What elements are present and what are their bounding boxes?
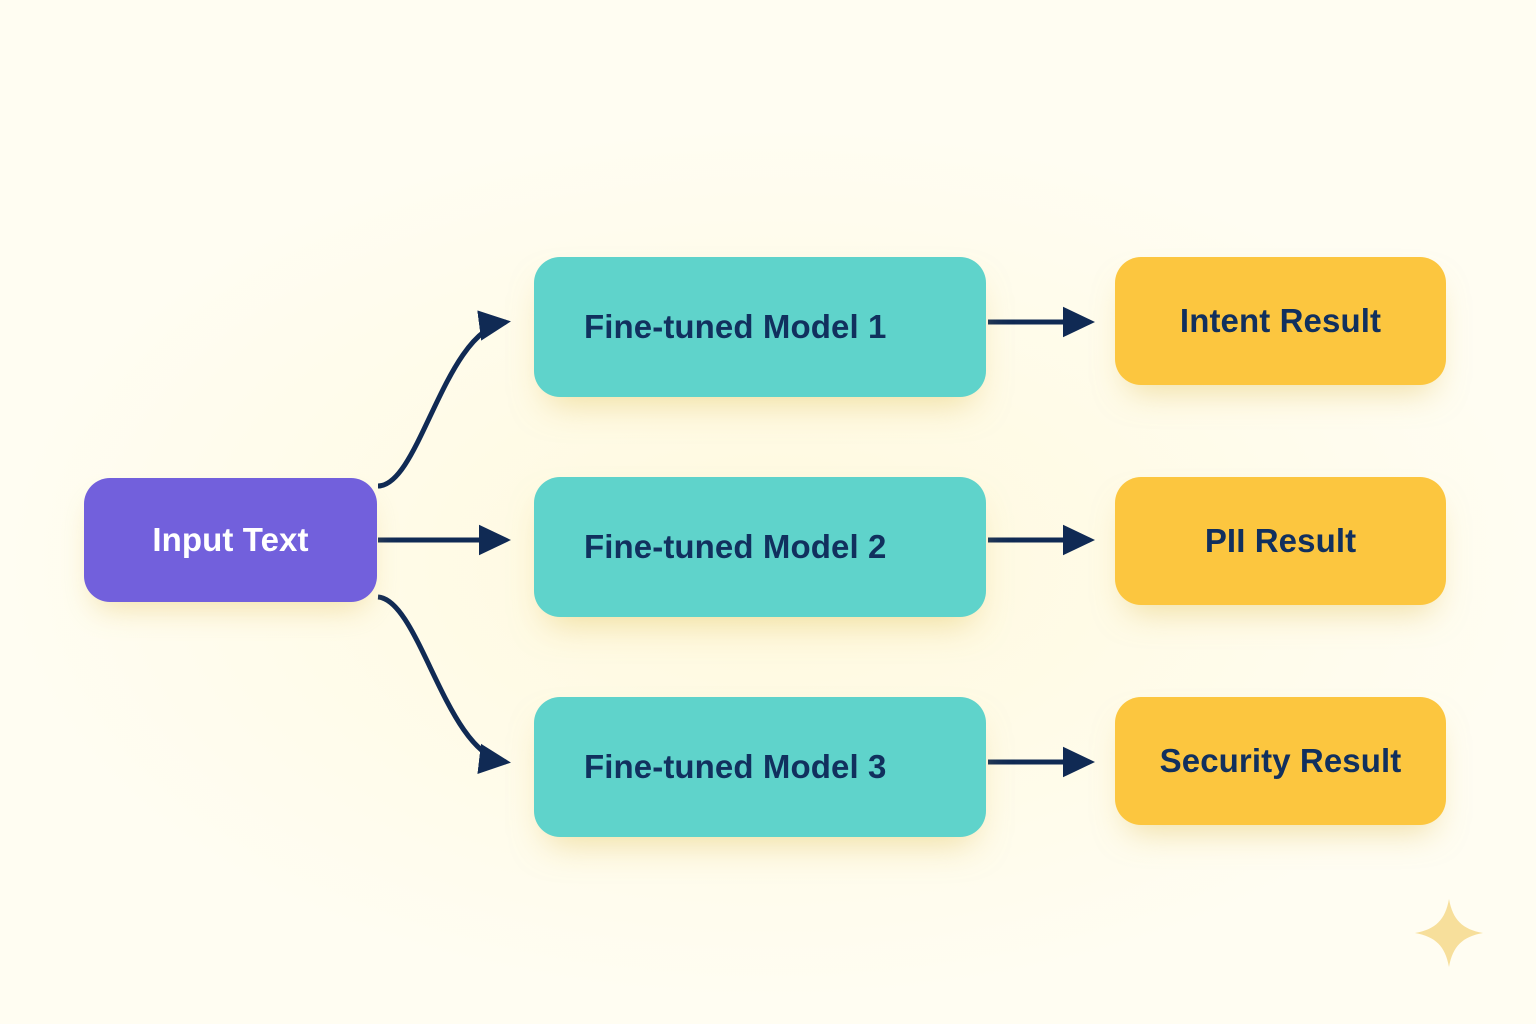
node-pii-result-label: PII Result — [1204, 522, 1357, 559]
connector-input-to-model-3 — [377, 594, 511, 774]
sparkle-star-icon — [1414, 898, 1484, 968]
node-intent-result[interactable]: Intent Result — [1115, 257, 1446, 385]
node-input-text[interactable]: Input Text — [84, 478, 377, 602]
node-pii-result[interactable]: PII Result — [1115, 477, 1446, 605]
node-input-text-label: Input Text — [152, 521, 309, 558]
node-fine-tuned-model-3-label: Fine-tuned Model 3 — [584, 748, 887, 785]
node-intent-result-label: Intent Result — [1179, 302, 1382, 339]
connector-input-to-model-1 — [377, 310, 511, 489]
node-security-result-label: Security Result — [1159, 742, 1402, 779]
node-fine-tuned-model-1-label: Fine-tuned Model 1 — [584, 308, 887, 345]
node-fine-tuned-model-2-label: Fine-tuned Model 2 — [584, 528, 887, 565]
node-security-result[interactable]: Security Result — [1115, 697, 1446, 825]
node-fine-tuned-model-3[interactable]: Fine-tuned Model 3 — [534, 697, 986, 837]
node-fine-tuned-model-2[interactable]: Fine-tuned Model 2 — [534, 477, 986, 617]
node-fine-tuned-model-1[interactable]: Fine-tuned Model 1 — [534, 257, 986, 397]
